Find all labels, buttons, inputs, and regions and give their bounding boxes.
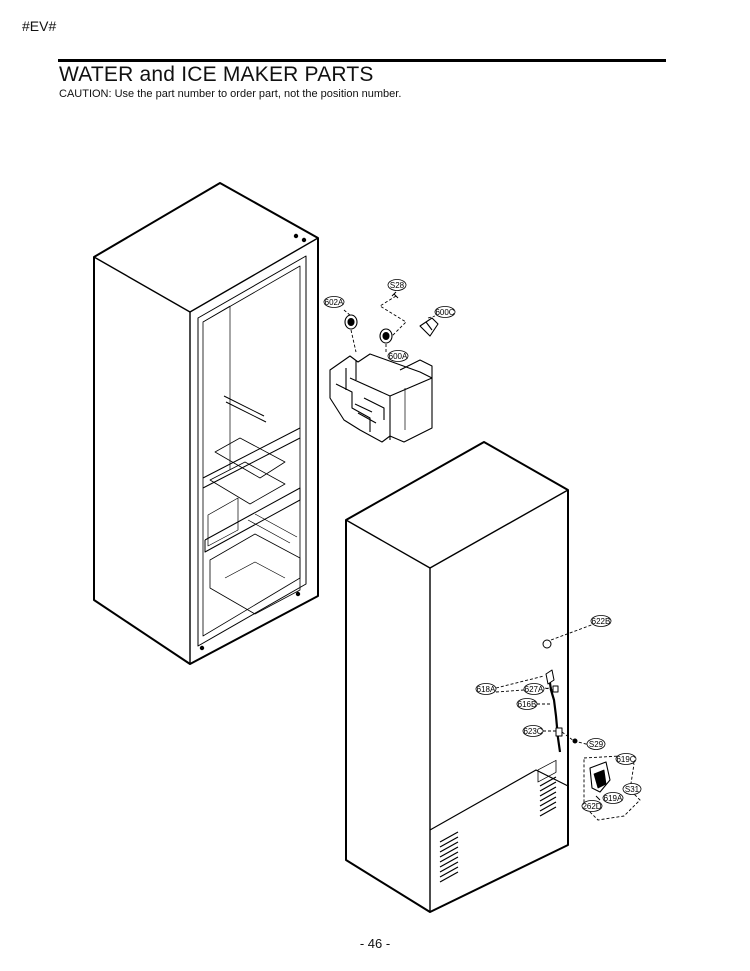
callout-619c: 619C: [615, 753, 637, 765]
callout-262d: 262D: [581, 800, 603, 812]
upper-cabinet: [93, 182, 319, 665]
callout-627a: 627A: [523, 683, 545, 695]
callout-s29: S29: [586, 738, 606, 750]
svg-text:619A: 619A: [604, 794, 623, 803]
callout-618a: 618A: [475, 683, 497, 695]
page-number: - 46 -: [359, 936, 391, 951]
svg-text:618A: 618A: [477, 685, 496, 694]
ice-maker-assembly: [329, 291, 439, 443]
lower-cabinet: [345, 441, 611, 913]
callout-619a: 619A: [602, 792, 624, 804]
upper-leaders: [343, 295, 436, 353]
svg-text:622B: 622B: [592, 617, 611, 626]
callout-600c: 600C: [434, 306, 456, 318]
page-title: WATER and ICE MAKER PARTS: [59, 63, 374, 86]
callout-623c: 623C: [522, 725, 544, 737]
model-tag: #EV#: [22, 18, 57, 34]
svg-text:262D: 262D: [582, 802, 601, 811]
svg-text:602A: 602A: [325, 298, 344, 307]
svg-text:623C: 623C: [523, 727, 542, 736]
title-rule: [58, 59, 666, 62]
caution-note: CAUTION: Use the part number to order pa…: [59, 88, 402, 100]
callout-600a: 600A: [387, 350, 409, 362]
callout-s31: S31: [622, 783, 642, 795]
svg-text:S29: S29: [589, 740, 604, 749]
svg-text:S28: S28: [390, 281, 405, 290]
svg-text:619C: 619C: [616, 755, 635, 764]
callout-616b: 616B: [516, 698, 538, 710]
callout-602a: 602A: [323, 296, 345, 308]
callout-s28: S28: [387, 279, 407, 291]
svg-text:616B: 616B: [518, 700, 537, 709]
callout-group: S28 602A 600C 600A 622B 618A 627A 616B: [323, 279, 642, 812]
svg-text:S31: S31: [625, 785, 640, 794]
callout-622b: 622B: [590, 615, 612, 627]
svg-text:627A: 627A: [525, 685, 544, 694]
svg-text:600C: 600C: [435, 308, 454, 317]
svg-text:600A: 600A: [389, 352, 408, 361]
